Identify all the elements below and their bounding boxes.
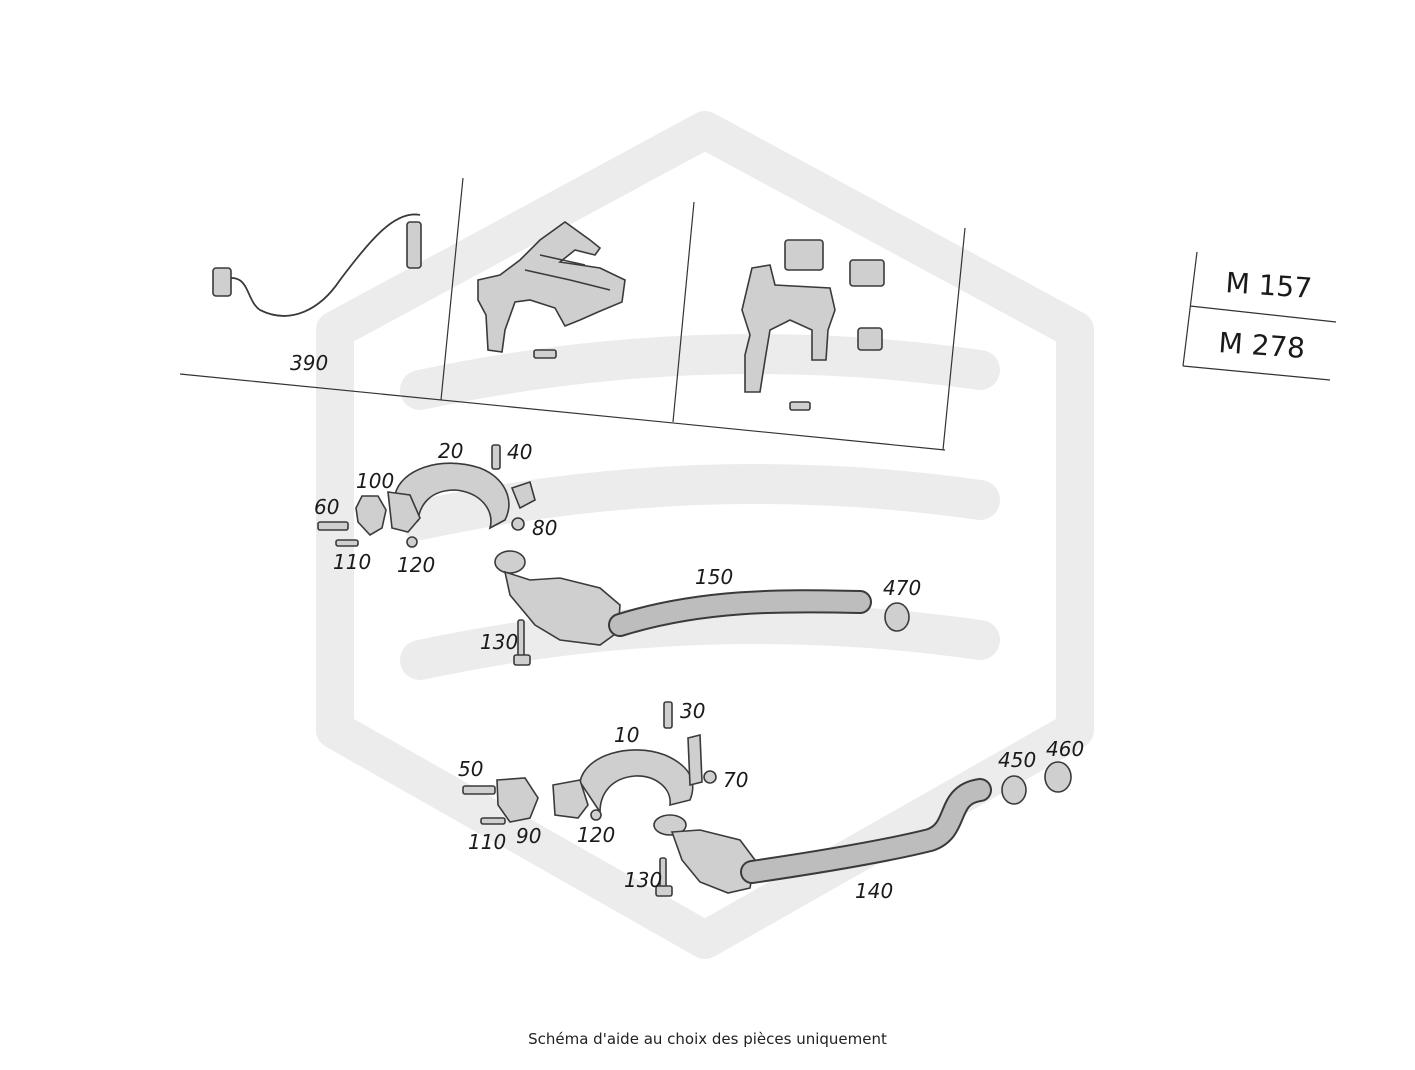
callout-470: 470 (883, 576, 921, 600)
top-panels-frame (179, 177, 966, 451)
callout-390: 390 (290, 351, 328, 375)
callout-130-lower: 130 (624, 868, 662, 892)
callout-460: 460 (1046, 737, 1084, 761)
callout-70: 70 (723, 768, 748, 792)
callout-labels: 390 20 40 100 60 80 110 120 150 470 130 … (290, 351, 1084, 903)
callout-50: 50 (458, 757, 483, 781)
model-table: M 157 M 278 (1182, 251, 1337, 381)
callout-60: 60 (314, 495, 339, 519)
callout-40: 40 (507, 440, 532, 464)
bracket-assembly-b[interactable] (741, 239, 885, 411)
callout-10: 10 (614, 723, 639, 747)
callout-20: 20 (438, 439, 463, 463)
callout-90: 90 (516, 824, 541, 848)
callout-120-lower: 120 (577, 823, 615, 847)
callout-110-upper: 110 (333, 550, 371, 574)
callout-100: 100 (356, 469, 394, 493)
watermark-logo (316, 111, 1094, 959)
callout-30: 30 (680, 699, 705, 723)
bracket-assembly-a[interactable] (477, 221, 626, 359)
callout-110-lower: 110 (468, 830, 506, 854)
oxygen-sensor-390[interactable] (212, 213, 422, 317)
callout-120-upper: 120 (397, 553, 435, 577)
model-label-m157: M 157 (1225, 266, 1314, 305)
lower-exhaust-assembly[interactable] (462, 701, 1072, 897)
callout-150: 150 (695, 565, 733, 589)
callout-80: 80 (532, 516, 557, 540)
callout-140: 140 (855, 879, 893, 903)
model-label-m278: M 278 (1218, 326, 1307, 365)
diagram-caption: Schéma d'aide au choix des pièces unique… (528, 1030, 887, 1048)
upper-exhaust-assembly[interactable] (317, 444, 910, 666)
callout-130-upper: 130 (480, 630, 518, 654)
callout-450: 450 (998, 748, 1036, 772)
